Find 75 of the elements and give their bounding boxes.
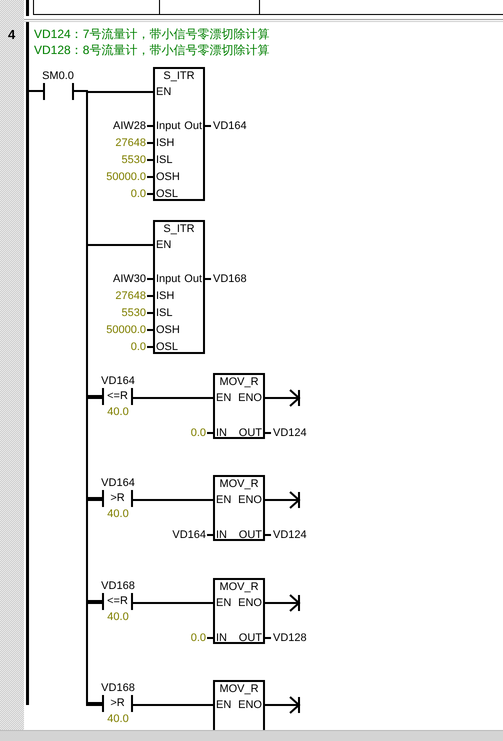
- operand-label: VD128: [273, 631, 307, 645]
- value-label: 40.0: [106, 405, 130, 419]
- power-rail: [26, 22, 29, 705]
- operand-label: VD124: [273, 528, 307, 542]
- pin-label: OSH: [156, 323, 180, 337]
- function-block: [213, 578, 265, 644]
- pin-label: OUT: [238, 426, 262, 440]
- operand-label: 50000.0: [106, 323, 146, 337]
- function-block: [153, 67, 205, 201]
- pin-label: EN: [156, 85, 172, 99]
- function-block: [153, 220, 205, 354]
- address-label: VD168: [100, 579, 136, 593]
- pin-label: ISH: [156, 136, 174, 150]
- pin-label: Input: [156, 272, 180, 286]
- operand-label: 0.0: [130, 187, 146, 201]
- block-title: MOV_R: [218, 375, 260, 389]
- network-number: 4: [8, 28, 16, 42]
- value-label: 40.0: [106, 712, 130, 726]
- block-title: S_ITR: [162, 222, 196, 236]
- operand-label: 0.0: [190, 631, 206, 645]
- compare-contact: >R: [102, 490, 133, 507]
- block-title: MOV_R: [218, 580, 260, 594]
- rung-line: [29, 90, 43, 92]
- operand-label: VD168: [213, 272, 247, 286]
- compare-contact: >R: [102, 695, 133, 712]
- pin-label: IN: [216, 631, 227, 645]
- pin-label: Input: [156, 119, 180, 133]
- pin-label: ISH: [156, 289, 174, 303]
- block-title: S_ITR: [162, 69, 196, 83]
- operand-label: AIW28: [112, 119, 146, 133]
- function-block: [213, 373, 265, 439]
- block-title: MOV_R: [218, 477, 260, 491]
- pin-label: EN: [216, 391, 232, 405]
- pin-label: ENO: [238, 596, 262, 610]
- pin-label: IN: [216, 426, 227, 440]
- value-label: 40.0: [106, 610, 130, 624]
- pin-label: ENO: [238, 391, 262, 405]
- pin-label: EN: [216, 596, 232, 610]
- operand-label: 5530: [122, 306, 146, 320]
- pin-label: ENO: [238, 698, 262, 712]
- pin-label: ISL: [156, 153, 173, 167]
- pin-label: Out: [184, 272, 202, 286]
- address-label: VD168: [100, 681, 136, 695]
- operand-label: 50000.0: [106, 170, 146, 184]
- pin-label: ISL: [156, 306, 173, 320]
- operand-label: 0.0: [130, 340, 146, 354]
- pin-label: OSH: [156, 170, 180, 184]
- value-label: 40.0: [106, 507, 130, 521]
- operand-label: VD124: [273, 426, 307, 440]
- compare-contact: <=R: [102, 388, 133, 405]
- address-label: VD164: [100, 476, 136, 490]
- operand-label: 27648: [115, 136, 146, 150]
- operand-label: VD164: [172, 528, 206, 542]
- address-label: VD164: [100, 374, 136, 388]
- block-title: MOV_R: [218, 682, 260, 696]
- pin-label: ENO: [238, 493, 262, 507]
- pin-label: OSL: [156, 340, 178, 354]
- pin-label: EN: [156, 238, 172, 252]
- operand-label: 27648: [115, 289, 146, 303]
- operand-label: VD164: [213, 119, 247, 133]
- operand-label: AIW30: [112, 272, 146, 286]
- compare-contact: <=R: [102, 593, 133, 610]
- pin-label: OUT: [238, 631, 262, 645]
- pin-label: Out: [184, 119, 202, 133]
- pin-label: IN: [216, 528, 227, 542]
- address-label: SM0.0: [41, 69, 75, 83]
- pin-label: OUT: [238, 528, 262, 542]
- comment-text: VD128：8号流量计，带小信号零漂切除计算: [34, 43, 270, 57]
- operand-label: 5530: [122, 153, 146, 167]
- function-block: [213, 475, 265, 541]
- operand-label: 0.0: [190, 426, 206, 440]
- pin-label: EN: [216, 698, 232, 712]
- pin-label: EN: [216, 493, 232, 507]
- pin-label: OSL: [156, 187, 178, 201]
- comment-text: VD124：7号流量计，带小信号零漂切除计算: [34, 27, 270, 41]
